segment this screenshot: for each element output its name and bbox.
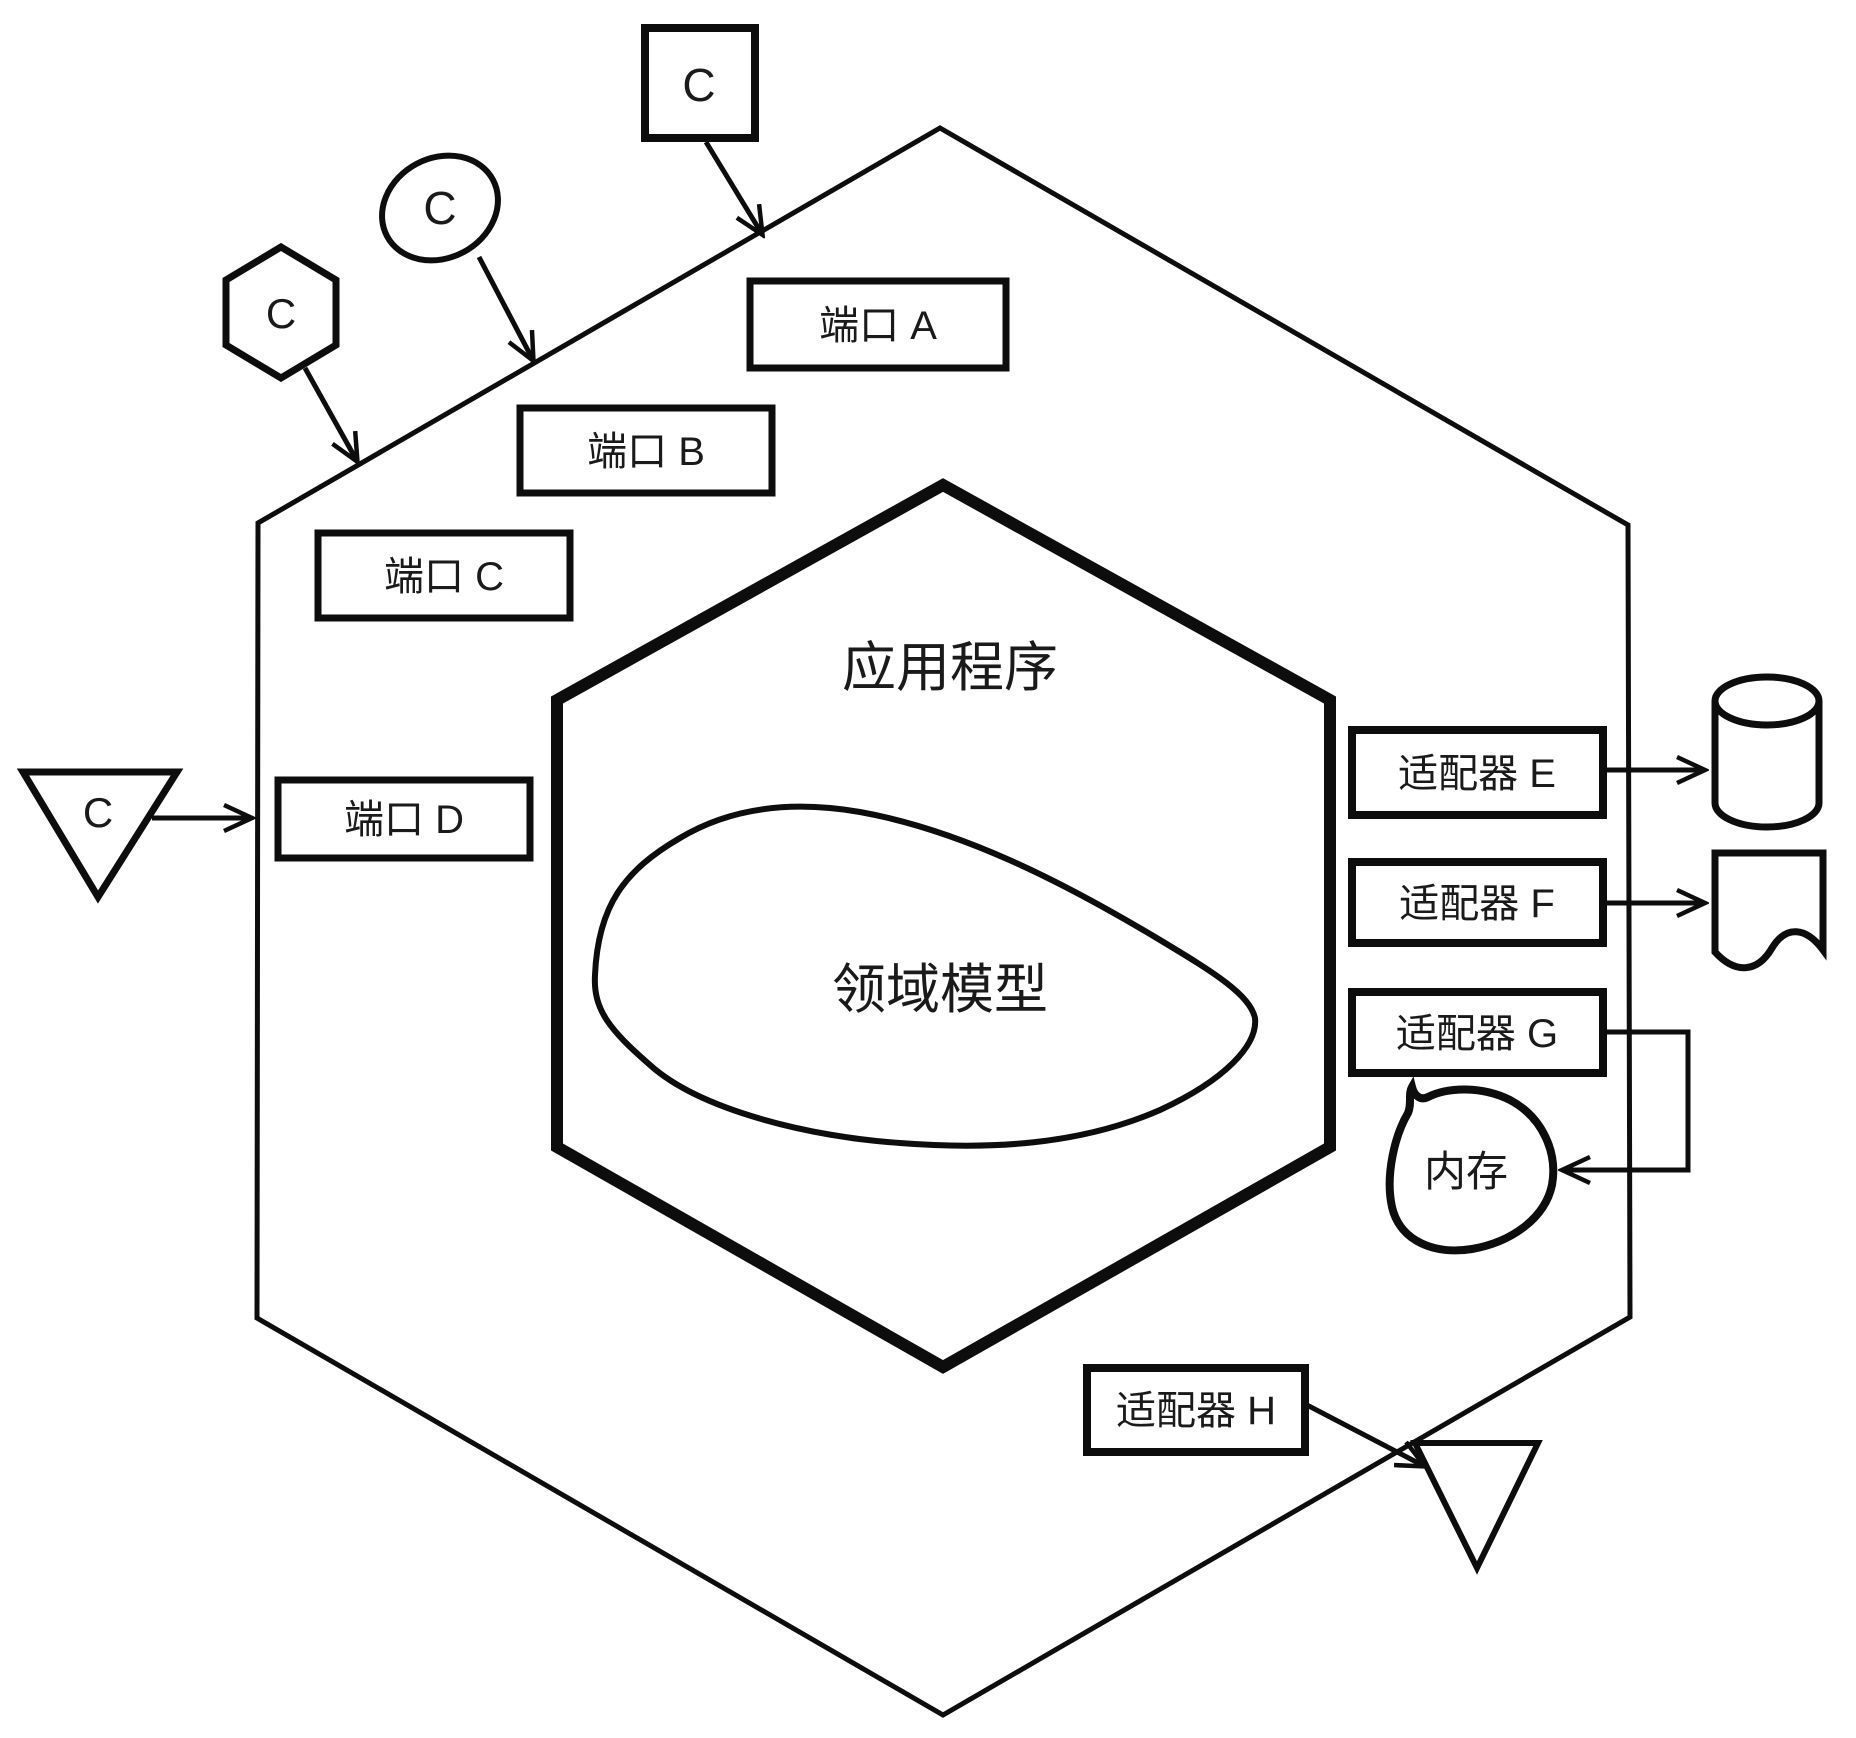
port-c-label: 端口 C xyxy=(384,555,504,599)
port-b-label: 端口 B xyxy=(587,430,705,474)
port-d-box xyxy=(274,776,534,862)
external-triangle-icon xyxy=(1410,1440,1543,1575)
application-label: 应用程序 xyxy=(842,638,1058,698)
adapter-h-arrow xyxy=(1303,1401,1424,1466)
client-hexagon-arrow xyxy=(302,366,357,461)
client-ellipse-label: C xyxy=(423,182,456,234)
domain-model-label: 领域模型 xyxy=(832,960,1048,1020)
client-triangle-label: C xyxy=(83,789,113,836)
port-a-box xyxy=(746,277,1010,372)
client-ellipse-icon xyxy=(379,152,501,264)
adapter-f-box xyxy=(1348,858,1607,947)
memory-label: 内存 xyxy=(1424,1148,1508,1195)
port-c-box xyxy=(314,529,574,622)
client-hexagon-label: C xyxy=(266,290,296,337)
client-square-icon xyxy=(641,24,759,142)
client-square-label: C xyxy=(682,59,715,111)
adapter-h-box xyxy=(1083,1364,1309,1456)
port-a-label: 端口 A xyxy=(819,304,937,348)
database-cylinder-icon xyxy=(1711,673,1823,831)
document-icon xyxy=(1711,849,1827,972)
memory-blob xyxy=(1385,1076,1558,1255)
adapter-f-label: 适配器 F xyxy=(1399,882,1555,926)
domain-model-blob xyxy=(591,803,1259,1149)
client-square-arrow xyxy=(703,140,762,234)
adapter-g-label: 适配器 G xyxy=(1396,1012,1558,1056)
client-ellipse-arrow xyxy=(476,255,533,360)
adapter-g-connector xyxy=(1563,1029,1691,1170)
client-triangle-icon xyxy=(16,768,184,904)
adapter-e-box xyxy=(1348,726,1607,819)
adapter-h-label: 适配器 H xyxy=(1116,1389,1276,1433)
client-hexagon-icon xyxy=(222,242,340,383)
adapter-e-label: 适配器 E xyxy=(1398,752,1556,796)
port-d-label: 端口 D xyxy=(344,798,464,842)
port-b-box xyxy=(516,404,776,497)
